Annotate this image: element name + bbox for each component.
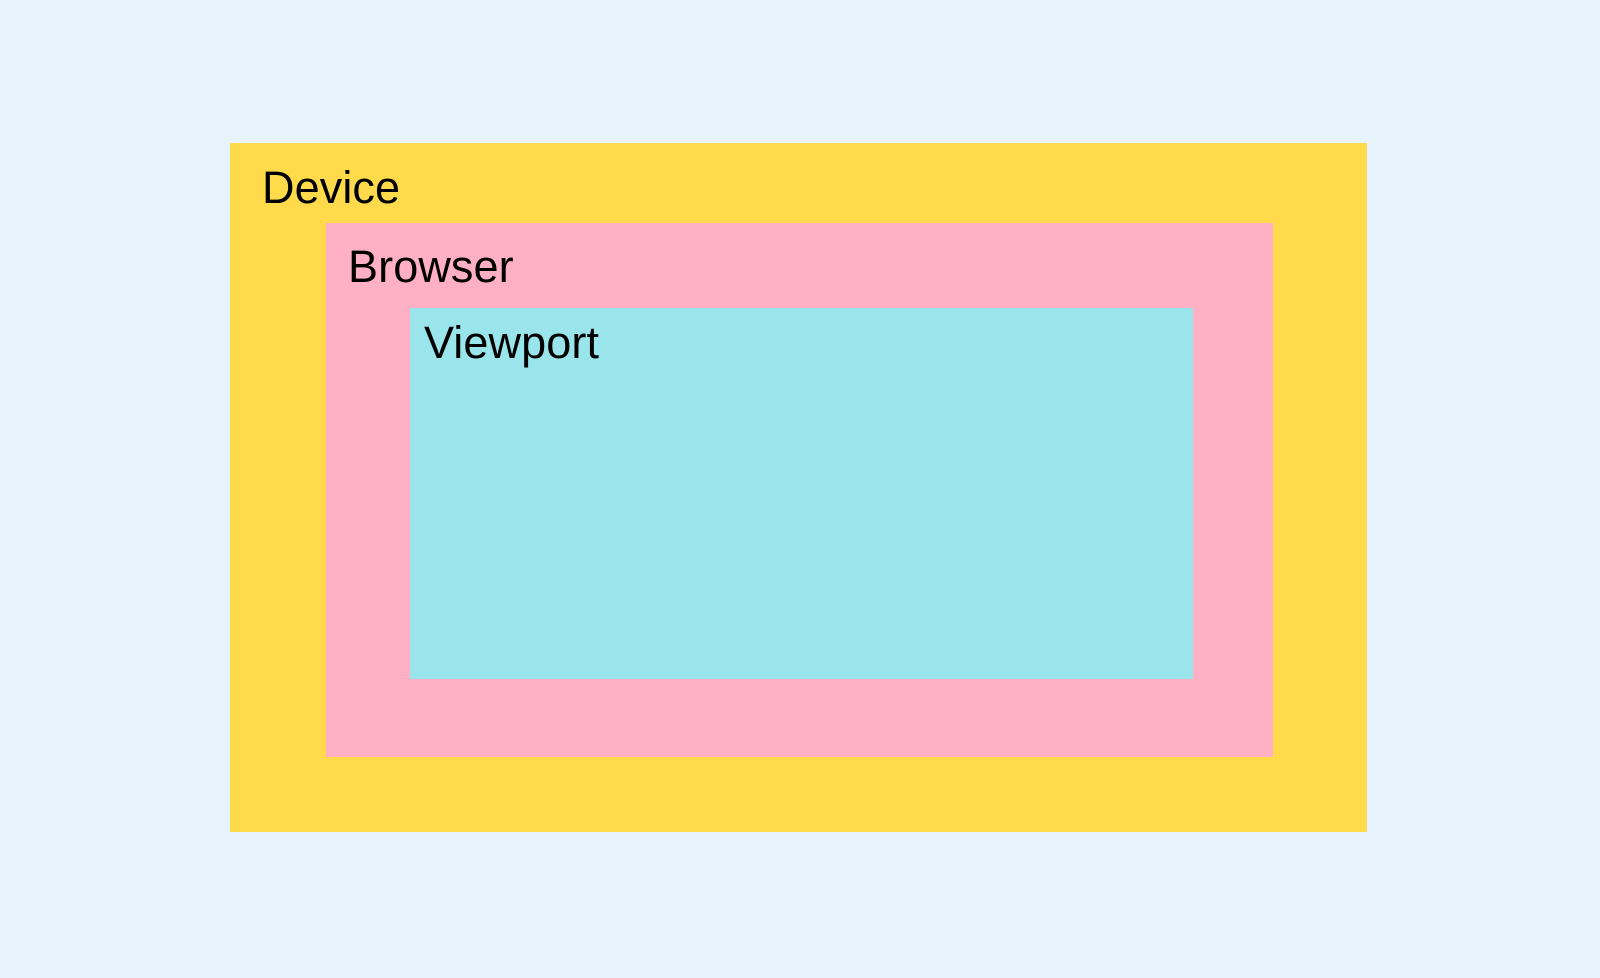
device-box: Device Browser Viewport bbox=[230, 143, 1367, 832]
browser-label: Browser bbox=[348, 241, 514, 292]
browser-box: Browser Viewport bbox=[326, 223, 1273, 757]
viewport-box: Viewport bbox=[410, 308, 1193, 679]
device-label: Device bbox=[262, 162, 401, 213]
viewport-label: Viewport bbox=[424, 317, 600, 368]
